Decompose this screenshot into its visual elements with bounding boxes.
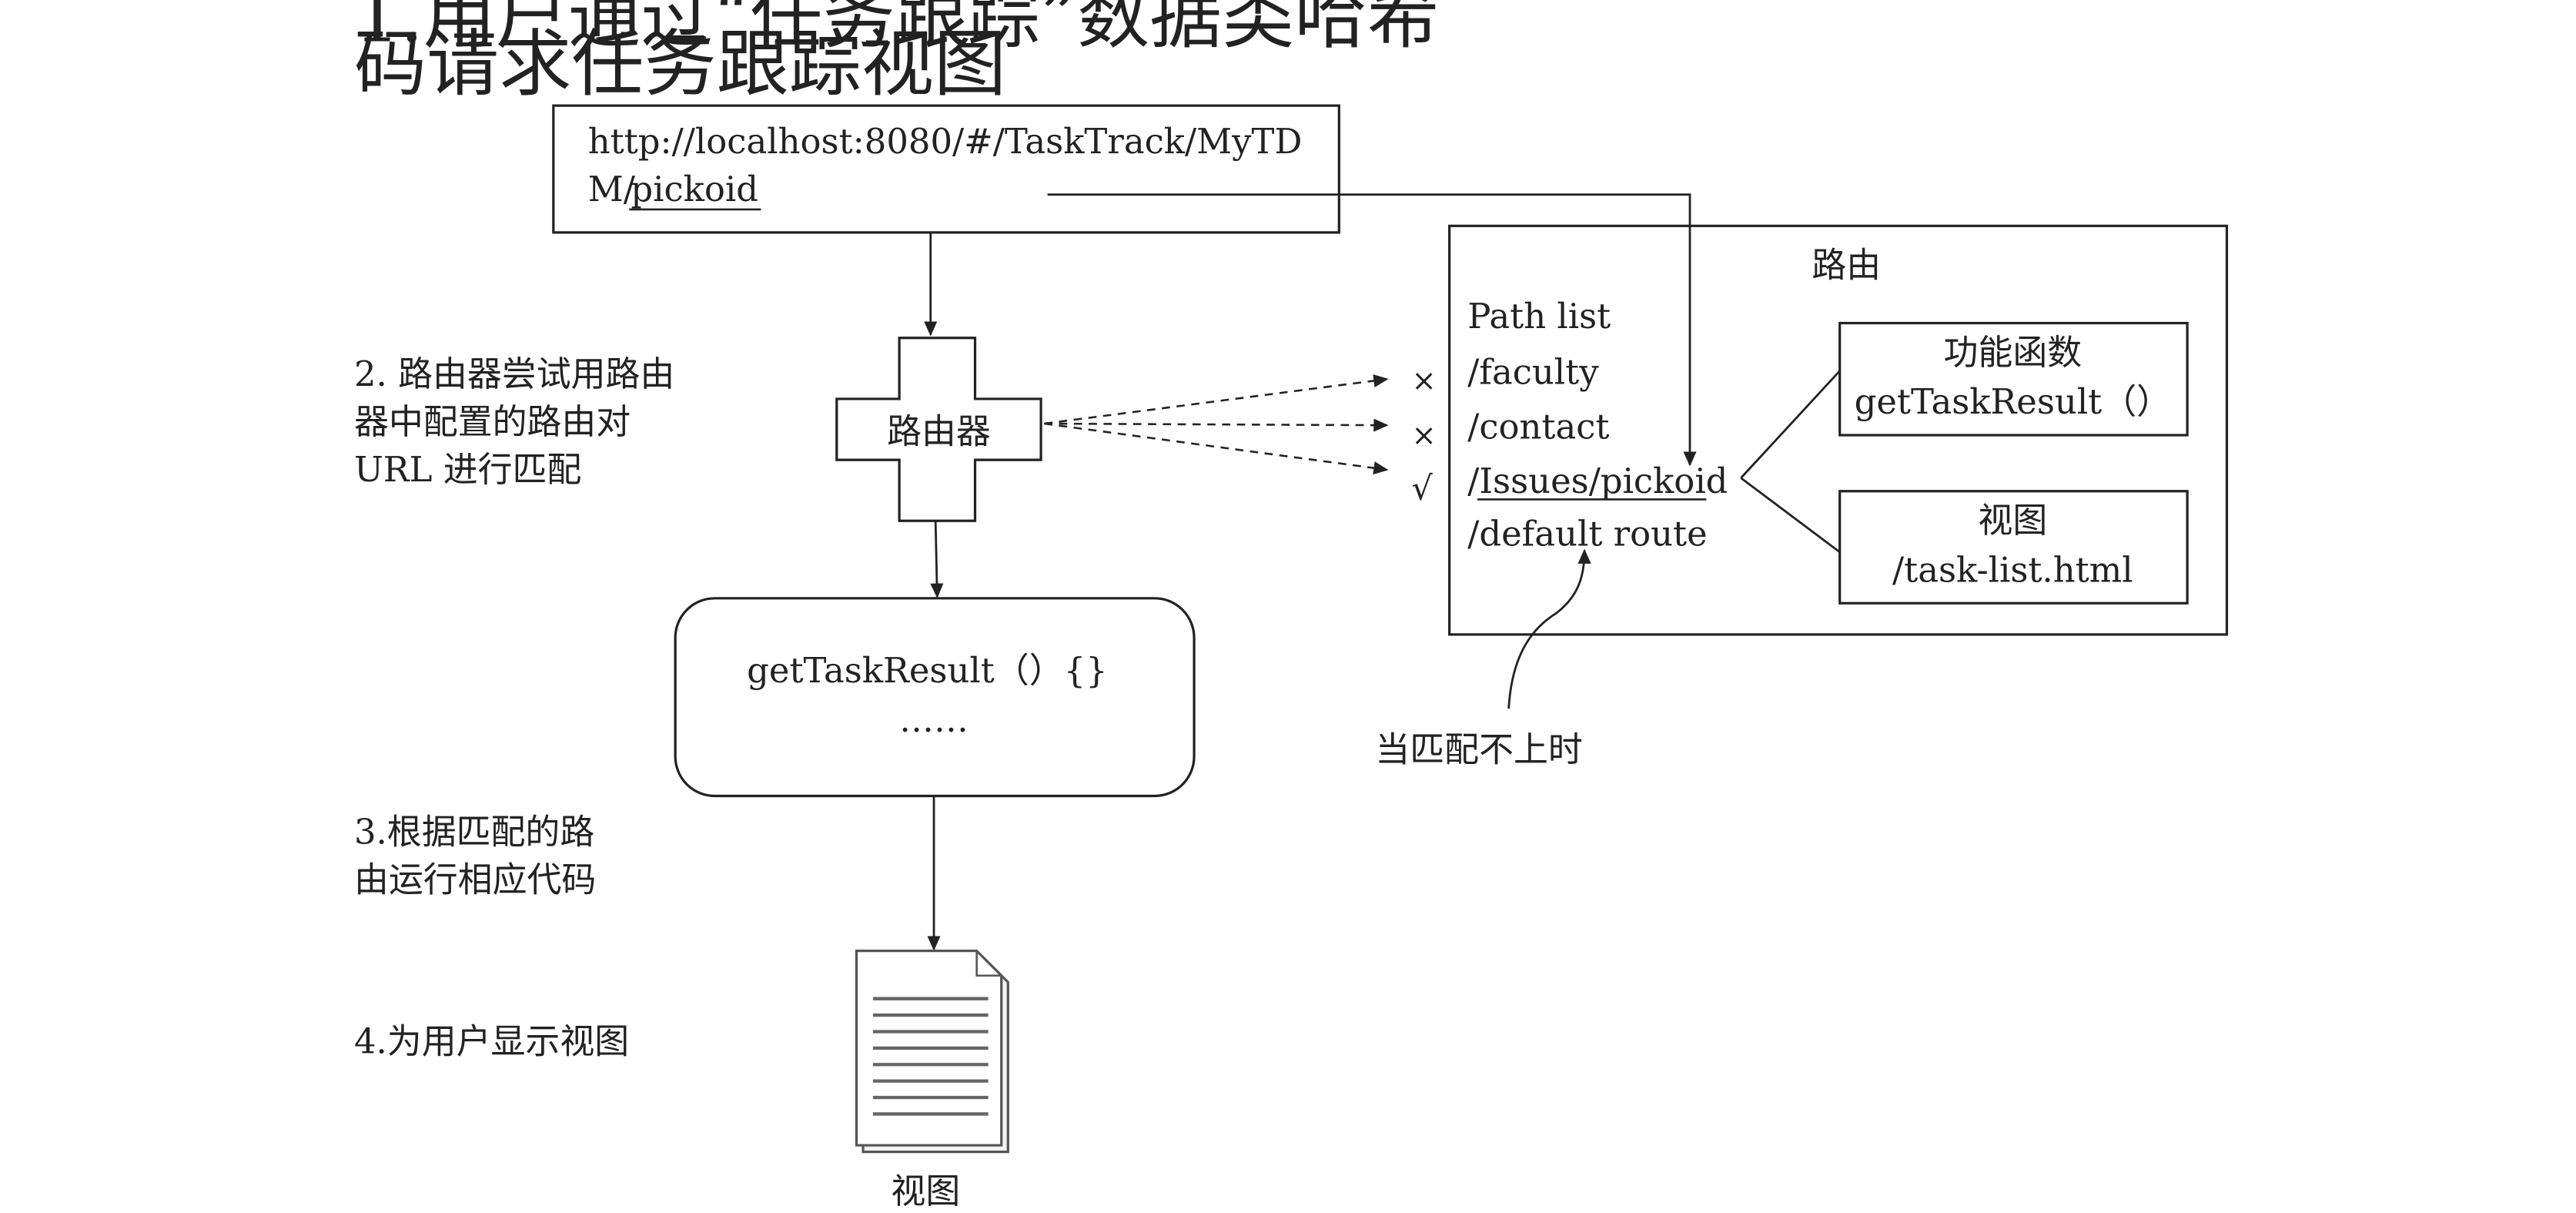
step2-line1: 2. 路由器尝试用路由 <box>354 354 674 394</box>
step2-line3: URL 进行匹配 <box>354 449 581 490</box>
match-attempt-faculty <box>1044 374 1389 425</box>
url-box <box>552 104 1340 234</box>
code-ellipsis: …… <box>899 699 969 740</box>
document-icon <box>855 950 1009 1154</box>
document-label: 视图 <box>891 1171 960 1211</box>
path-faculty: /faculty <box>1467 352 1599 393</box>
mark-issues: √ <box>1411 469 1433 508</box>
step1-line1: 1.用户通过“任务跟踪”数据类哈希 <box>354 0 1440 59</box>
function-box <box>1838 321 2189 437</box>
router-node <box>835 337 1042 522</box>
mark-faculty: × <box>1411 364 1436 398</box>
url-line2-prefix: M/ <box>588 169 636 209</box>
bracket-to-view <box>1740 477 1841 554</box>
match-attempt-contact <box>1044 418 1389 432</box>
function-box-name: getTaskResult（） <box>1855 381 2171 422</box>
no-match-label: 当匹配不上时 <box>1375 729 1582 770</box>
step1-line2: 码请求任务跟踪视图 <box>354 23 1006 107</box>
routes-title: 路由 <box>1812 245 1881 286</box>
url-pickoid-link[interactable]: pickoid <box>631 169 758 209</box>
view-box-file: /task-list.html <box>1892 549 2133 590</box>
code-box <box>674 597 1196 798</box>
routes-panel <box>1448 224 2229 636</box>
url-to-route-connector <box>1047 193 1697 467</box>
path-list-header: Path list <box>1467 296 1611 337</box>
view-box <box>1838 490 2189 605</box>
bracket-to-function <box>1740 370 1841 479</box>
url-line1: http://localhost:8080/#/TaskTrack/MyTD <box>588 121 1303 162</box>
path-contact: /contact <box>1467 406 1609 447</box>
router-to-code-arrow <box>930 521 944 598</box>
function-box-title: 功能函数 <box>1944 332 2083 373</box>
view-box-title: 视图 <box>1978 500 2047 541</box>
step3-line1: 3.根据匹配的路 <box>354 812 594 853</box>
step3-line2: 由运行相应代码 <box>354 859 596 900</box>
step2-line2: 器中配置的路由对 <box>354 401 631 442</box>
code-function: getTaskResult（）{} <box>747 650 1108 691</box>
no-match-arrow <box>1507 548 1591 709</box>
step4-label: 4.为用户显示视图 <box>354 1020 629 1061</box>
mark-contact: × <box>1411 418 1436 453</box>
router-label: 路由器 <box>887 411 991 452</box>
path-issues-pickoid[interactable]: /Issues/pickoid <box>1467 461 1728 501</box>
match-attempt-issues <box>1044 422 1389 475</box>
path-default-route: /default route <box>1467 513 1708 554</box>
